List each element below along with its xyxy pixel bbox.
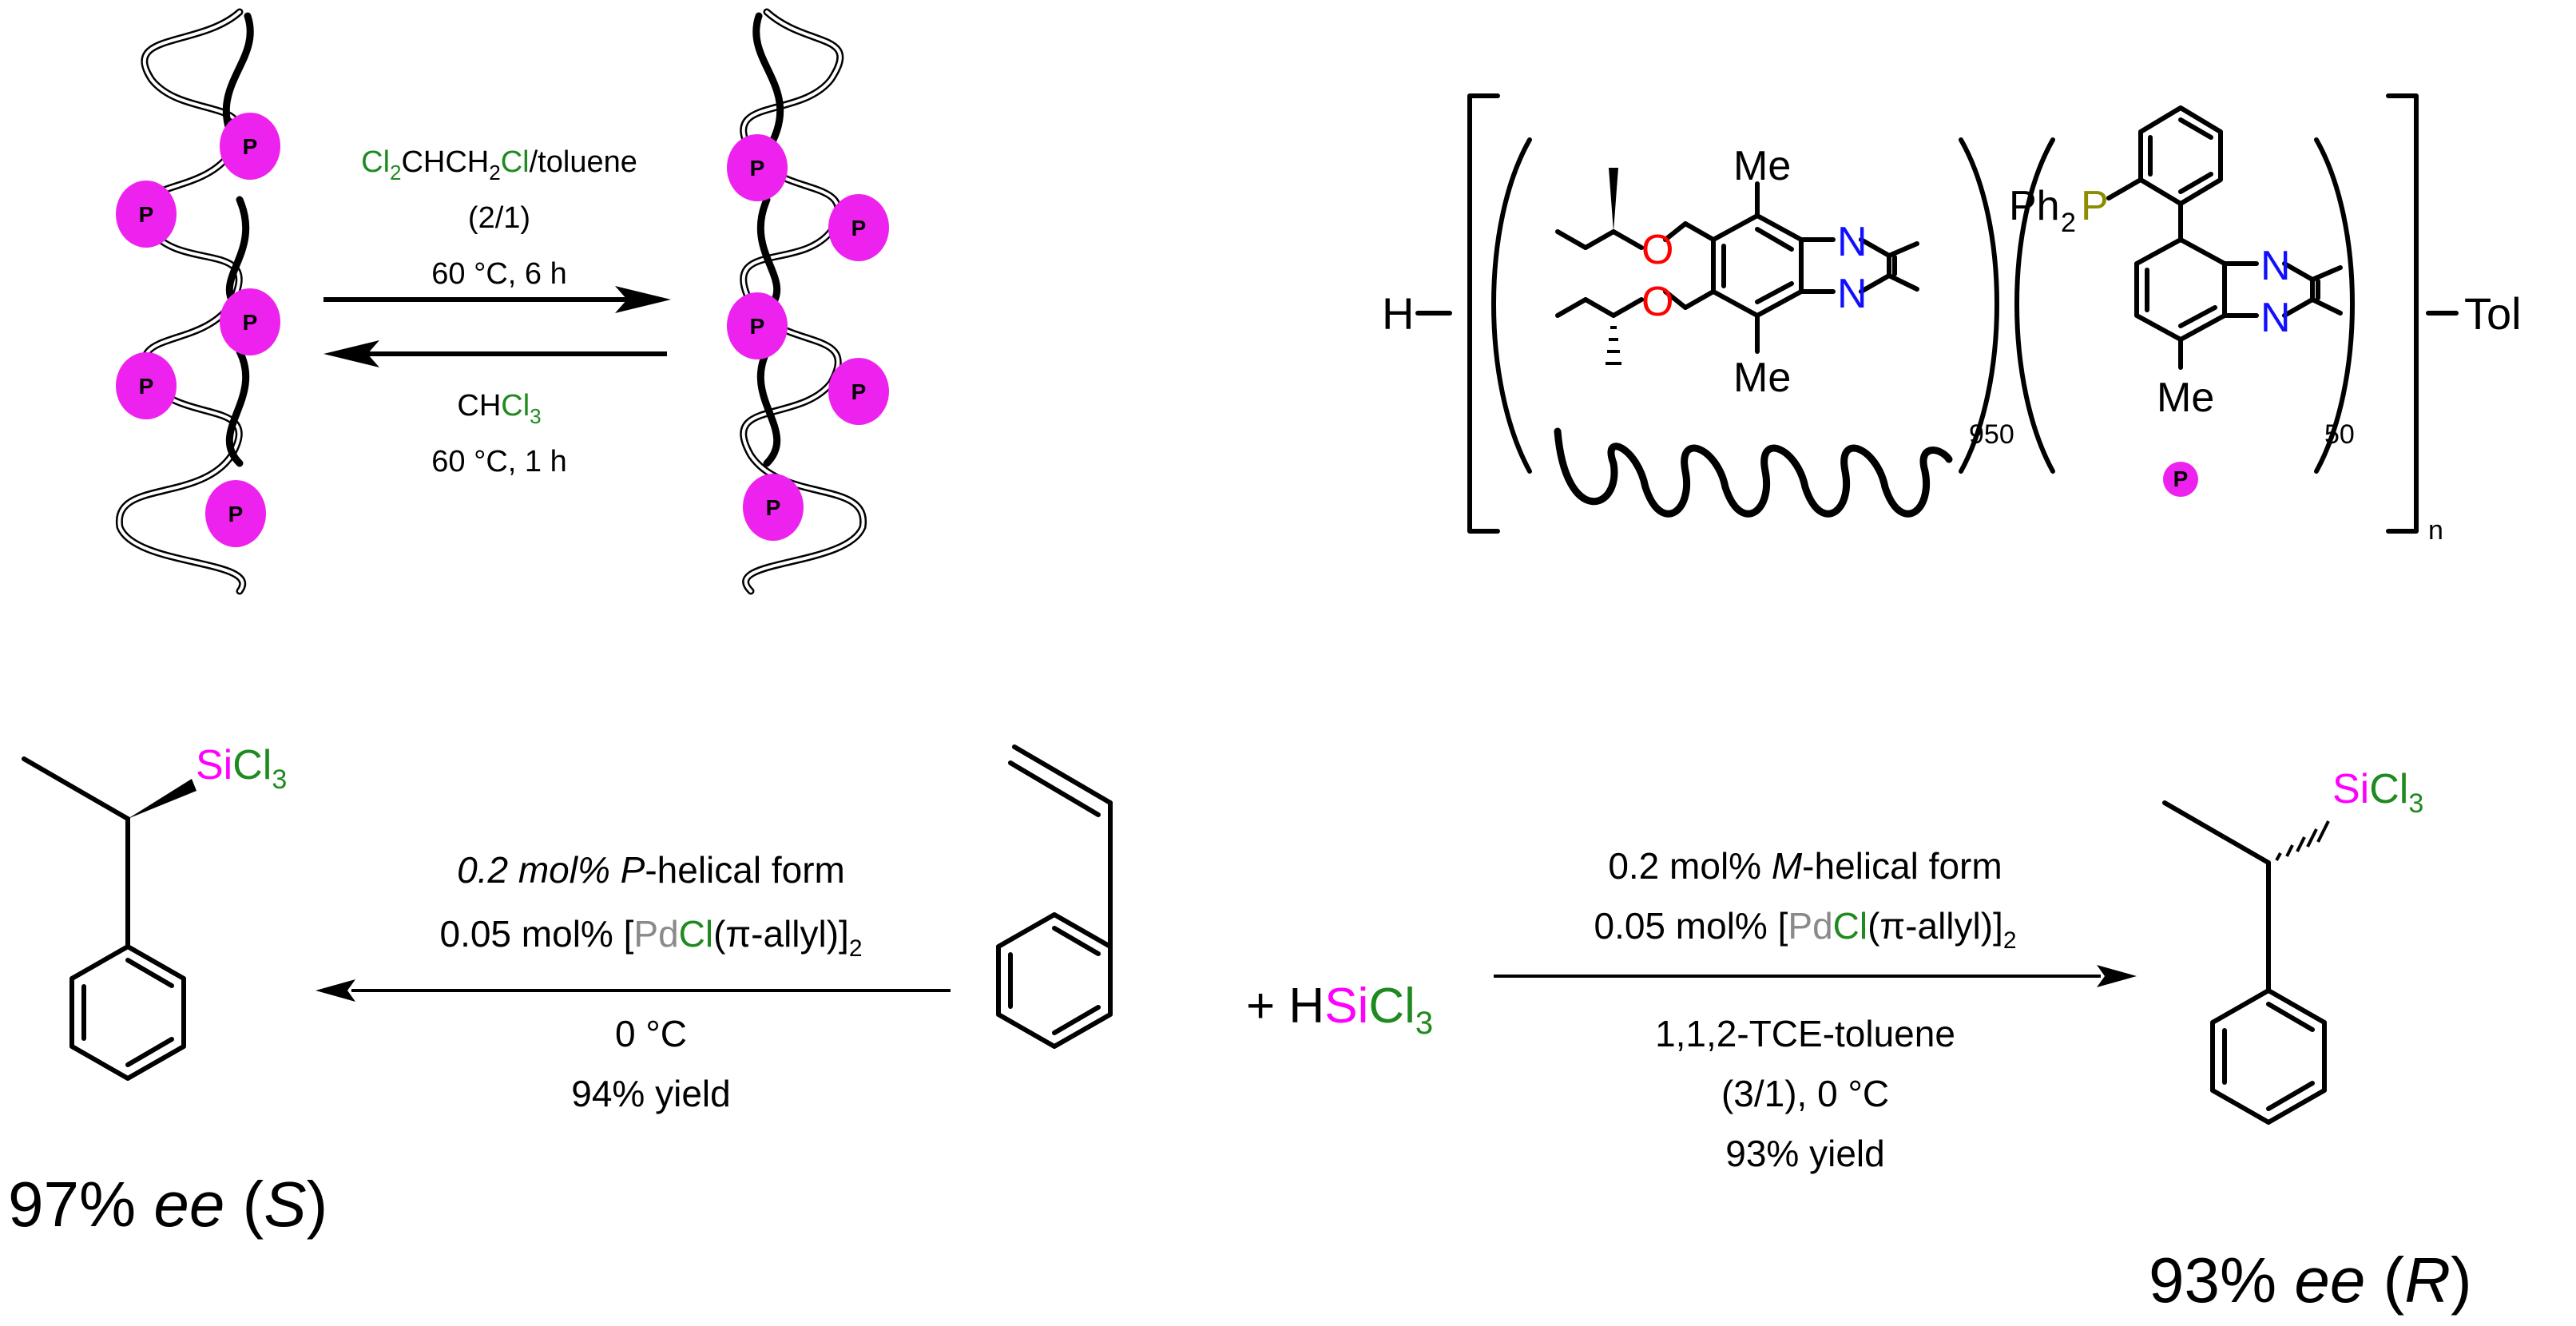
svg-text:Ph: Ph bbox=[2009, 183, 2060, 229]
forward-ratio: (2/1) bbox=[468, 201, 530, 235]
left-cond-line3: 0 °C bbox=[615, 1013, 687, 1054]
svg-text:P: P bbox=[139, 374, 154, 399]
p-marker bbox=[743, 474, 804, 541]
sicl3-label: SiCl3 bbox=[2332, 766, 2423, 819]
p-marker bbox=[828, 194, 889, 261]
svg-text:P: P bbox=[243, 134, 258, 159]
repeat-950: 950 bbox=[1969, 419, 2014, 450]
p-marker bbox=[727, 292, 788, 359]
right-cond-line5: 93% yield bbox=[1725, 1133, 1884, 1174]
svg-text:P: P bbox=[2081, 183, 2109, 229]
svg-text:P: P bbox=[766, 495, 781, 520]
n-subscript: n bbox=[2428, 515, 2443, 546]
svg-text:P: P bbox=[750, 156, 765, 181]
p-marker bbox=[205, 480, 266, 547]
svg-text:Me: Me bbox=[1733, 355, 1791, 401]
forward-solvent: Cl2CHCH2Cl/toluene bbox=[361, 145, 637, 185]
left-helix-markers: P P P P P bbox=[116, 113, 280, 547]
p-marker bbox=[828, 358, 889, 425]
p-marker bbox=[116, 352, 177, 419]
left-cond-line2: 0.05 mol% [PdCl(π-allyl)]2 bbox=[439, 913, 862, 962]
svg-text:N: N bbox=[2260, 295, 2291, 341]
r-product: SiCl3 bbox=[2162, 766, 2423, 1125]
svg-text:Me: Me bbox=[2157, 375, 2214, 421]
tol-end: Tol bbox=[2464, 288, 2522, 339]
right-cond-line1: 0.2 mol% M-helical form bbox=[1608, 845, 2002, 887]
svg-text:N: N bbox=[1837, 219, 1868, 265]
svg-text:P: P bbox=[851, 379, 867, 404]
right-cond-line3: 1,1,2-TCE-toluene bbox=[1655, 1013, 1955, 1054]
forward-temperature: 60 °C, 6 h bbox=[431, 257, 566, 291]
styrene bbox=[996, 744, 1113, 1049]
r-product-ee: 93% ee (R) bbox=[2149, 1245, 2472, 1316]
s-product-ee: 97% ee (S) bbox=[8, 1169, 327, 1240]
svg-text:N: N bbox=[2260, 243, 2291, 289]
reverse-temperature: 60 °C, 1 h bbox=[431, 445, 566, 478]
left-cond-line1: 0.2 mol% P-helical form bbox=[457, 849, 845, 891]
svg-text:2: 2 bbox=[2061, 208, 2076, 238]
p-marker bbox=[220, 113, 280, 180]
right-cond-line4: (3/1), 0 °C bbox=[1721, 1073, 1889, 1114]
svg-text:P: P bbox=[243, 310, 258, 335]
svg-text:P: P bbox=[2173, 466, 2189, 491]
svg-text:P: P bbox=[851, 216, 867, 240]
repeat-50: 50 bbox=[2324, 419, 2355, 450]
svg-text:Me: Me bbox=[1733, 143, 1791, 189]
p-marker bbox=[116, 181, 177, 248]
svg-text:P: P bbox=[139, 202, 154, 227]
polymer-structure: H n Tol 950 N N Me Me bbox=[1382, 93, 2522, 546]
svg-text:N: N bbox=[1837, 271, 1868, 317]
h-end: H bbox=[1382, 288, 1414, 339]
p-marker bbox=[220, 288, 280, 355]
svg-text:O: O bbox=[1641, 227, 1673, 273]
hsicl3-reagent: + HSiCl3 bbox=[1246, 979, 1433, 1041]
left-cond-line4: 94% yield bbox=[571, 1073, 730, 1114]
reverse-solvent: CHCl3 bbox=[457, 389, 541, 428]
right-cond-line2: 0.05 mol% [PdCl(π-allyl)]2 bbox=[1594, 905, 2016, 954]
svg-text:P: P bbox=[228, 502, 244, 526]
p-marker bbox=[2163, 462, 2198, 497]
equilibrium-arrows bbox=[323, 286, 671, 367]
right-helix-markers: P P P P P bbox=[727, 134, 889, 541]
svg-text:P: P bbox=[750, 314, 765, 339]
s-product: SiCl3 bbox=[22, 742, 287, 1081]
sicl3-label: SiCl3 bbox=[196, 742, 287, 795]
p-marker bbox=[727, 134, 788, 201]
svg-text:O: O bbox=[1641, 279, 1673, 325]
